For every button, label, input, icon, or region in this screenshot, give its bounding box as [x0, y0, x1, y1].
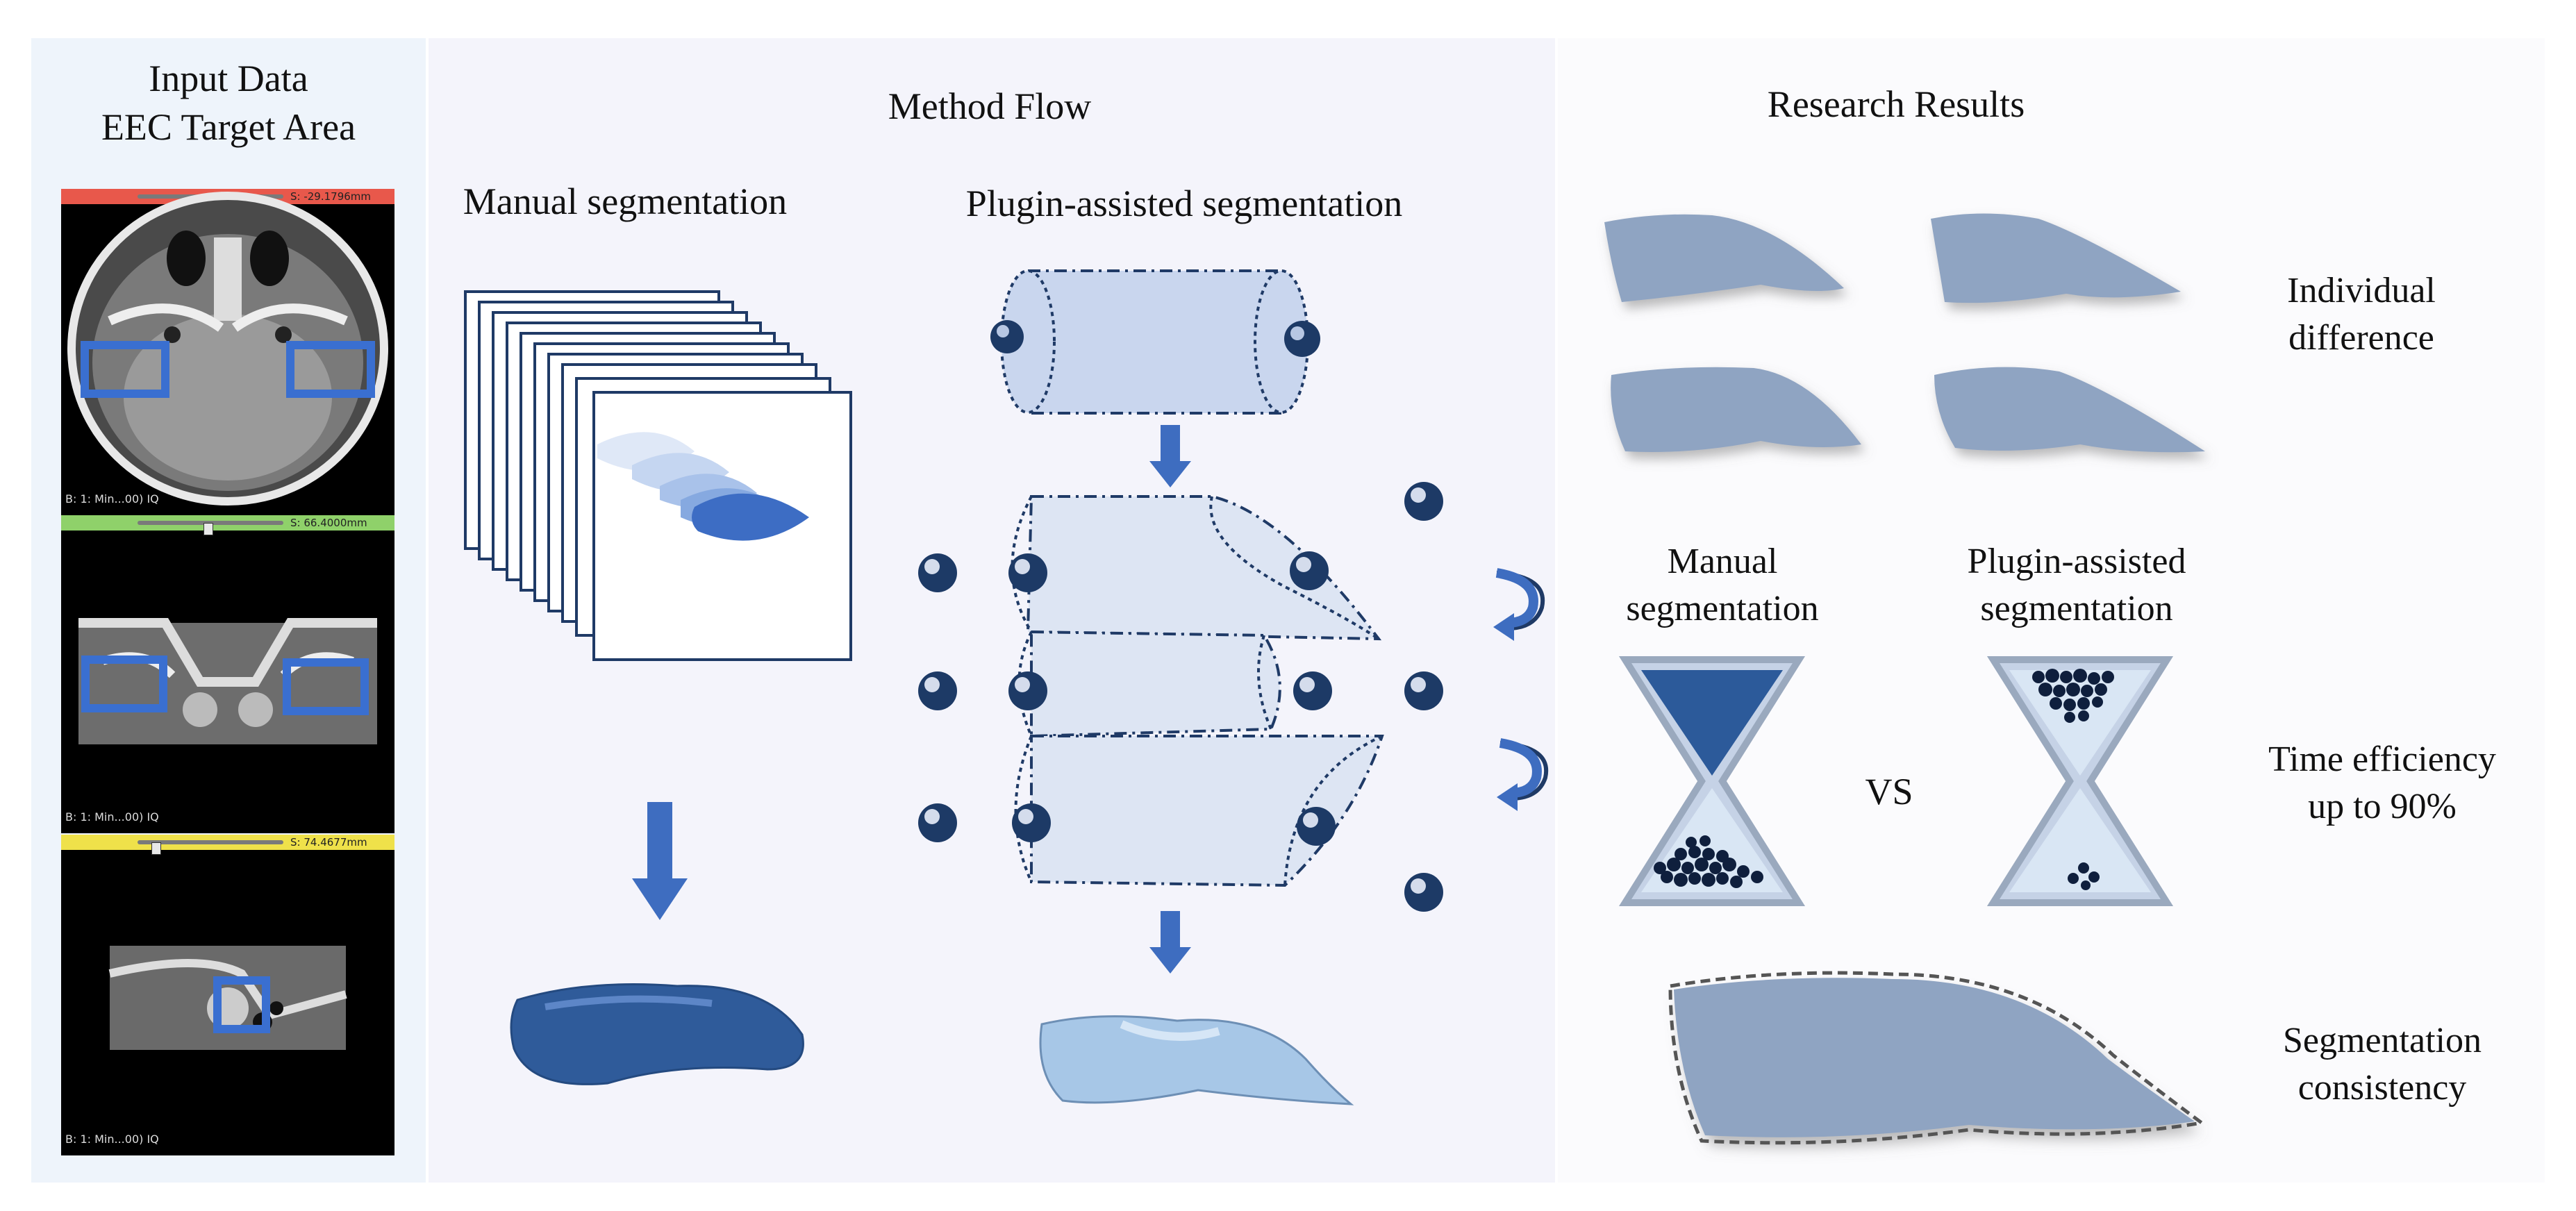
slice-readout: S: 74.4677mm [290, 836, 367, 849]
arrow-down-icon [1149, 911, 1191, 974]
label-line: segmentation [1980, 588, 2173, 628]
segmentation-mask-layers [597, 432, 809, 541]
control-spheres [918, 482, 1443, 912]
segmentation-consistency-label: Segmentation consistency [2229, 1017, 2535, 1111]
time-efficiency-label: Time efficiency up to 90% [2229, 736, 2535, 830]
individual-difference-label: Individual difference [2229, 267, 2493, 361]
ct-view-axial[interactable]: S: -29.1796mm B: 1: Min...00) IQ [61, 189, 394, 515]
slice-stack-diagram [464, 290, 852, 661]
manual-segmentation-heading: Manual segmentation [463, 181, 788, 222]
slider-knob[interactable] [203, 523, 213, 535]
ct-view-coronal[interactable]: S: 66.4000mm B: 1: Min...00) IQ [61, 515, 394, 833]
slider-knob[interactable] [151, 842, 161, 855]
ct-caption: B: 1: Min...00) IQ [65, 1133, 159, 1146]
label-line: consistency [2297, 1067, 2467, 1108]
roi-box-left [81, 655, 167, 712]
arrow-down-icon [632, 802, 688, 920]
label-line: up to 90% [2308, 786, 2457, 826]
roi-box [213, 976, 270, 1033]
plugin-segmentation-heading: Plugin-assisted segmentation [965, 183, 1403, 224]
slice-readout: S: 66.4000mm [290, 517, 367, 529]
method-flow-title: Method Flow [888, 85, 1092, 127]
rotate-arrow-icon [1497, 738, 1549, 811]
roi-box-right [283, 658, 369, 715]
roi-box-right [286, 341, 375, 398]
individual-shapes [1604, 213, 2205, 453]
hourglass-plugin-icon [1986, 656, 2174, 906]
label-line: difference [2288, 317, 2434, 358]
label-line: Plugin-assisted [1967, 542, 2186, 581]
label-line: Time efficiency [2268, 740, 2496, 779]
hourglass-manual-icon [1618, 656, 1806, 906]
slice-slider[interactable] [138, 840, 283, 855]
input-panel-title: Input Data EEC Target Area [31, 54, 426, 151]
sagittal-ct-image [108, 946, 347, 1050]
manual-segmentation-label: Manual segmentation [1584, 538, 1861, 632]
input-title-line1: Input Data [149, 58, 308, 99]
roi-box-left [81, 341, 169, 398]
label-line: Manual [1667, 542, 1778, 581]
rotate-arrow-icon [1493, 568, 1545, 641]
cylinder-deformation [918, 482, 1443, 912]
manual-result-shape [510, 983, 804, 1085]
ct-slider-bar[interactable]: S: 66.4000mm [61, 515, 394, 535]
label-line: Individual [2287, 271, 2436, 310]
ct-view-sagittal[interactable]: S: 74.4677mm B: 1: Min...00) IQ [61, 835, 394, 1155]
consistency-shape [1668, 971, 2207, 1145]
plugin-result-shape [1039, 1015, 1354, 1105]
research-results-title: Research Results [1767, 83, 2025, 125]
ct-slider-bar[interactable]: S: 74.4677mm [61, 835, 394, 855]
input-title-line2: EEC Target Area [101, 106, 356, 149]
ct-caption: B: 1: Min...00) IQ [65, 810, 159, 824]
ct-caption: B: 1: Min...00) IQ [65, 492, 159, 506]
control-sphere [1284, 321, 1320, 357]
arrow-down-icon [1149, 425, 1191, 487]
label-line: Segmentation [2283, 1021, 2482, 1060]
vs-label: VS [1865, 771, 1913, 812]
plugin-segmentation-label: Plugin-assisted segmentation [1931, 538, 2222, 632]
slice-slider[interactable] [138, 521, 283, 535]
label-line: segmentation [1626, 588, 1819, 628]
coronal-ct-image [78, 618, 377, 744]
control-sphere [990, 320, 1024, 353]
cylinder-initial [990, 269, 1320, 415]
slice-readout: S: -29.1796mm [290, 190, 372, 203]
axial-ct-image [67, 192, 388, 506]
